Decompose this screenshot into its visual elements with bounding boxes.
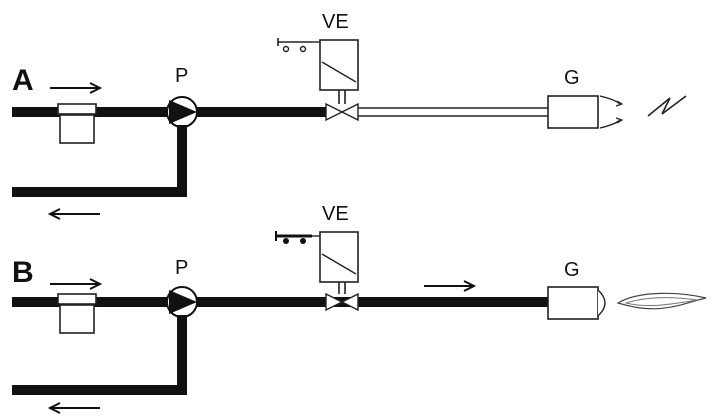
nozzle-a-label: G	[564, 67, 580, 89]
pump-a	[166, 96, 198, 128]
filter-b	[57, 293, 97, 334]
section-a-label: A	[12, 64, 34, 97]
empty-pipe-a	[358, 107, 548, 117]
flame-icon	[597, 289, 707, 317]
section-b-label: B	[12, 256, 34, 289]
return-pipe-b	[12, 315, 187, 395]
supply-arrow-b	[424, 280, 477, 292]
valve-b-label: VE	[322, 203, 349, 225]
section-a: A P	[12, 11, 687, 220]
solenoid-valve-b	[319, 231, 359, 312]
return-pipe-a	[12, 125, 187, 197]
section-b: B P	[12, 203, 707, 414]
return-arrow-a	[47, 208, 100, 220]
inlet-arrow-a	[50, 82, 103, 94]
nozzle-a	[547, 95, 599, 129]
pump-a-label: P	[175, 65, 188, 87]
switch-a-open	[277, 38, 320, 53]
return-arrow-b	[47, 402, 100, 414]
filter-a	[57, 103, 97, 144]
switch-b-closed	[275, 231, 320, 244]
valve-a-label: VE	[322, 11, 349, 33]
pump-b-label: P	[175, 257, 188, 279]
pump-b	[166, 286, 198, 318]
inlet-arrow-b	[50, 278, 103, 290]
solenoid-valve-a	[319, 39, 359, 122]
nozzle-b-label: G	[564, 259, 580, 281]
spark-icon	[599, 95, 687, 129]
nozzle-b	[547, 286, 599, 320]
